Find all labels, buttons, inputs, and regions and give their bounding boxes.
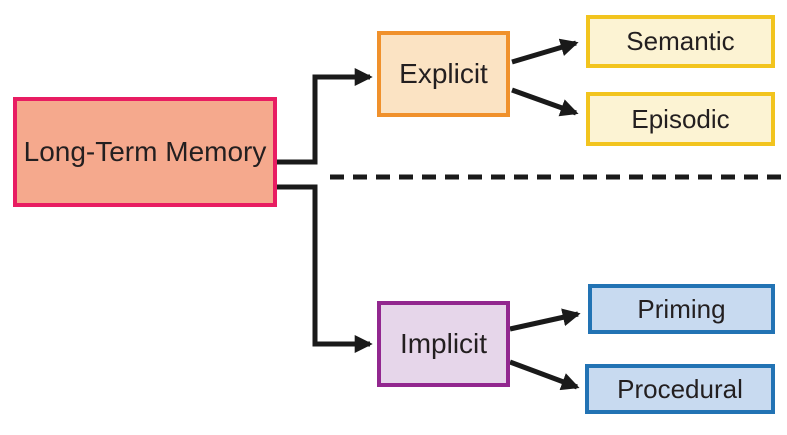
edge-implicit-procedural: [509, 359, 580, 391]
node-long-term-memory: Long-Term Memory: [13, 97, 277, 207]
node-explicit: Explicit: [377, 31, 510, 117]
node-episodic: Episodic: [586, 92, 775, 146]
node-priming-label: Priming: [637, 293, 726, 324]
edge-explicit-semantic: [511, 38, 579, 65]
node-procedural-label: Procedural: [617, 373, 743, 404]
node-explicit-label: Explicit: [399, 58, 488, 89]
node-semantic: Semantic: [586, 15, 775, 68]
node-priming: Priming: [588, 284, 775, 334]
node-long-term-memory-label: Long-Term Memory: [23, 136, 267, 167]
node-implicit-label: Implicit: [399, 328, 488, 359]
edge-explicit-episodic: [511, 87, 579, 117]
edge-root-implicit: [277, 184, 373, 353]
edge-implicit-priming: [509, 308, 581, 332]
node-procedural: Procedural: [585, 364, 775, 414]
node-episodic-label: Episodic: [631, 103, 730, 134]
edge-root-explicit: [277, 68, 373, 165]
node-semantic-label: Semantic: [626, 26, 735, 56]
node-implicit: Implicit: [377, 301, 510, 387]
